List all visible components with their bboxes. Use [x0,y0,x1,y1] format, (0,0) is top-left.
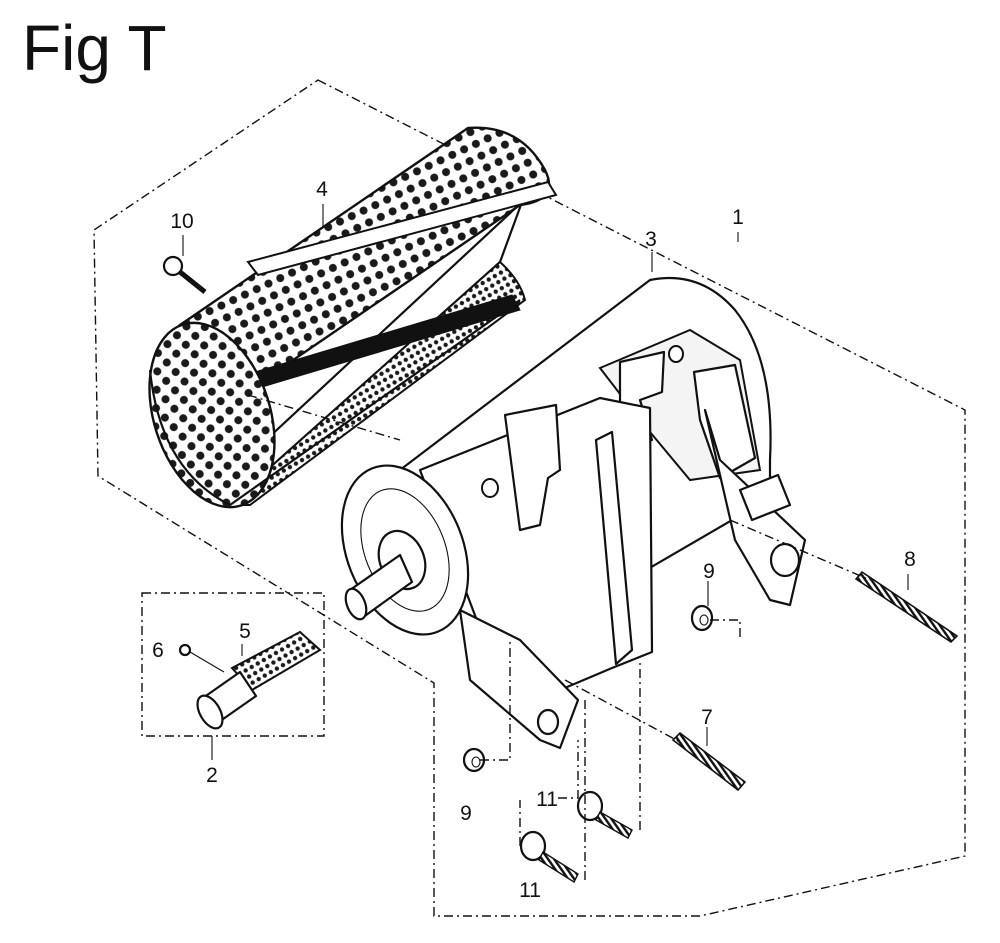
callout-11-upper: 11 [536,788,558,811]
heat-shield-bolt [162,255,207,294]
callout-7: 7 [701,706,713,729]
muffler-stud-long [854,570,959,644]
callout-9-upper: 9 [703,560,715,583]
callout-9-lower: 9 [460,802,472,825]
callout-1: 1 [732,206,744,229]
flange-bolt-upper [576,790,633,839]
figure-title: Fig T [22,12,167,84]
heat-shield-part [148,126,558,509]
flange-nut-upper [690,604,714,632]
callout-4: 4 [316,178,328,201]
callout-5: 5 [239,620,251,643]
callout-6: 6 [152,639,164,662]
callout-11-lower: 11 [519,879,541,902]
callout-2: 2 [206,764,218,787]
spark-arrester-screw [178,643,225,673]
flange-bolt-lower [519,830,579,884]
callout-10: 10 [170,210,193,233]
leader-lines [182,204,909,880]
muffler-stud-short [671,731,747,792]
assembly-boundary [93,79,966,917]
callout-3: 3 [645,228,657,251]
spark-arrester-part [196,630,322,730]
callout-8: 8 [904,548,916,571]
muffler-body-part [340,276,807,750]
subassembly-boundary [141,592,325,737]
